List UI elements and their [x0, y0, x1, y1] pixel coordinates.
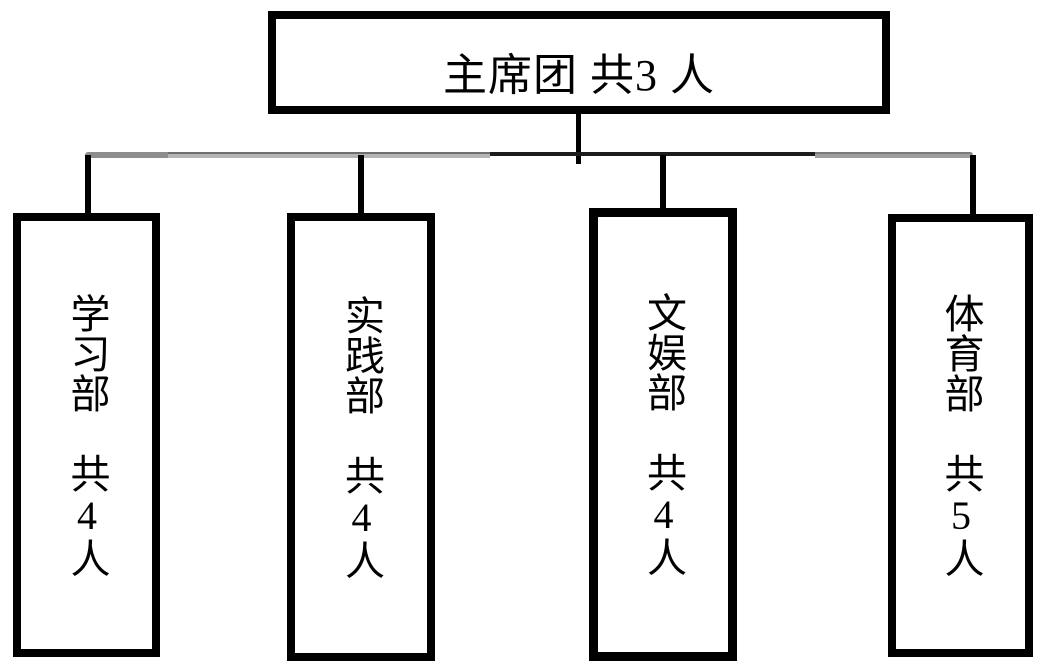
connector-hline-segment-1	[85, 152, 168, 158]
connector-hline-segment-3	[490, 152, 815, 156]
connector-drop-entertainment	[660, 155, 666, 210]
dept-box-study: 学习部 共4人	[13, 213, 160, 657]
root-box-label: 主席团 共3 人	[443, 50, 715, 100]
connector-drop-study	[85, 155, 91, 215]
dept-box-entertainment: 文娱部 共4人	[589, 208, 737, 661]
connector-drop-sports	[970, 155, 976, 216]
connector-drop-practice	[358, 155, 364, 215]
dept-box-entertainment-label: 文娱部 共4人	[641, 292, 686, 577]
dept-box-sports-label: 体育部 共5人	[938, 293, 984, 578]
dept-box-practice-label: 实践部 共4人	[339, 294, 384, 580]
connector-hline-segment-4	[815, 152, 973, 158]
dept-box-sports: 体育部 共5人	[888, 214, 1033, 657]
root-box-presidium: 主席团 共3 人	[268, 11, 890, 114]
dept-box-study-label: 学习部 共4人	[64, 292, 110, 578]
connector-root-stem	[576, 110, 581, 164]
dept-box-practice: 实践部 共4人	[287, 213, 435, 661]
connector-hline-segment-2	[168, 152, 490, 158]
